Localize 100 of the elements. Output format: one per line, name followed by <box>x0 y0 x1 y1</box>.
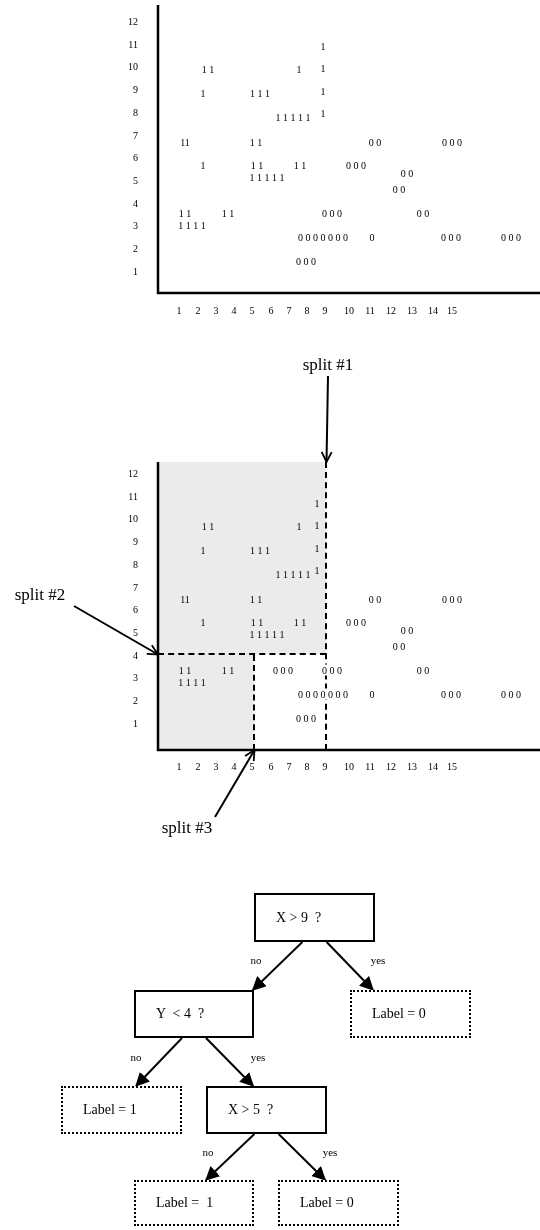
arrow <box>251 941 304 991</box>
data-point-label: 0 0 0 <box>321 664 343 676</box>
axis-tick-label: 1 <box>176 304 182 316</box>
arrow <box>135 1037 183 1087</box>
axis-tick-label: 10 <box>344 304 354 316</box>
data-point-label: 0 0 0 <box>296 255 316 267</box>
data-point-label: 1 1 <box>249 136 263 148</box>
data-point-label: 1 <box>320 107 326 119</box>
axis-tick-label: 6 <box>133 151 138 163</box>
data-point-label: 1 <box>200 159 206 171</box>
arrow <box>277 1133 327 1181</box>
data-point-label: 1 1 <box>201 63 215 75</box>
edge-label: yes <box>250 1050 266 1064</box>
data-point-label: 0 0 0 <box>273 664 293 676</box>
data-point-label: 1 1 <box>250 159 264 171</box>
data-point-label: 0 0 0 0 0 0 0 <box>297 688 349 700</box>
axis-tick-label: 13 <box>407 760 417 772</box>
axis-tick-label: 14 <box>428 760 438 772</box>
data-point-label: 1 1 1 1 <box>178 676 206 688</box>
data-point-label: 0 0 0 0 0 0 0 <box>298 231 348 243</box>
data-point-label: 0 <box>369 688 375 700</box>
data-point-label: 0 0 <box>368 593 382 605</box>
axis-tick-label: 1 <box>176 760 182 772</box>
data-point-label: 1 1 <box>178 207 192 219</box>
data-point-label: 1 <box>314 564 320 576</box>
split-label: split #3 <box>152 817 222 839</box>
data-point-label: 0 <box>369 231 375 243</box>
axis-tick-label: 7 <box>286 304 292 316</box>
data-point-label: 1 1 1 1 1 <box>249 628 285 640</box>
condition-text: X > 9 ? <box>276 909 322 926</box>
data-point-label: 0 0 <box>368 136 382 148</box>
axis-tick-label: 6 <box>133 603 138 615</box>
axis-tick-label: 15 <box>447 760 457 772</box>
axis-tick-label: 10 <box>128 60 138 72</box>
data-point-label: 0 0 <box>392 183 406 195</box>
split-label: split #2 <box>6 584 74 606</box>
arrow <box>325 941 374 991</box>
data-point-label: 11 <box>180 593 190 605</box>
axis-tick-label: 4 <box>231 760 237 772</box>
data-point-label: 1 1 1 <box>250 544 270 556</box>
axis-tick-label: 9 <box>133 83 138 95</box>
data-point-label: 1 1 1 1 1 <box>275 568 311 580</box>
edge-label: no <box>202 1145 214 1159</box>
leaf-box <box>350 990 471 1038</box>
data-point-label: 0 0 <box>400 167 414 179</box>
edge-label: yes <box>322 1145 338 1159</box>
decision-box <box>206 1086 327 1134</box>
decision-box <box>254 893 375 942</box>
axis-tick-label: 11 <box>365 760 375 772</box>
axis-tick-label: 1 <box>133 717 138 729</box>
data-point-label: 0 0 0 <box>346 616 366 628</box>
data-point-label: 1 1 <box>221 664 235 676</box>
data-point-label: 0 0 0 <box>501 688 521 700</box>
data-point-label: 0 0 0 <box>296 712 316 724</box>
axis-tick-label: 8 <box>304 760 310 772</box>
axis-tick-label: 3 <box>213 760 219 772</box>
axis-tick-label: 2 <box>195 304 201 316</box>
axis-tick-label: 10 <box>344 760 354 772</box>
data-point-label: 1 1 <box>221 207 235 219</box>
axis-tick-label: 9 <box>322 304 328 316</box>
data-point-label: 0 0 0 <box>442 593 462 605</box>
data-point-label: 1 <box>200 616 206 628</box>
data-point-label: 1 <box>314 519 320 531</box>
arrow <box>205 1133 256 1181</box>
axis-tick-label: 5 <box>249 304 255 316</box>
axis-tick-label: 4 <box>231 304 237 316</box>
axis-tick-label: 5 <box>133 174 138 186</box>
axis-tick-label: 4 <box>133 197 138 209</box>
axis-tick-label: 8 <box>133 558 138 570</box>
axis-tick-label: 7 <box>133 581 138 592</box>
axis-tick-label: 2 <box>133 694 138 706</box>
axis-tick-label: 4 <box>133 649 138 661</box>
axis-tick-label: 15 <box>447 304 457 316</box>
data-point-label: 1 <box>320 62 326 74</box>
split-line <box>158 653 326 656</box>
data-point-label: 0 0 0 <box>501 231 521 243</box>
axis-tick-label: 5 <box>133 626 138 638</box>
axis-tick-label: 1 <box>133 265 138 277</box>
data-point-label: 1 <box>314 542 320 554</box>
condition-text: Label = 0 <box>300 1195 354 1211</box>
axis-tick-label: 11 <box>128 490 138 502</box>
data-point-label: 0 0 <box>400 624 414 636</box>
axis-tick-label: 8 <box>133 106 138 118</box>
axis-tick-label: 13 <box>407 304 417 316</box>
data-point-label: 1 1 1 1 <box>178 219 206 231</box>
axis-tick-label: 9 <box>322 760 328 772</box>
condition-text: Y < 4 ? <box>156 1006 205 1022</box>
arrow <box>214 749 256 818</box>
data-point-label: 0 0 0 <box>442 136 462 148</box>
axis-tick-label: 7 <box>286 760 292 772</box>
data-point-label: 1 <box>200 544 206 556</box>
data-point-label: 1 1 <box>249 593 263 605</box>
axis-tick-label: 2 <box>133 242 138 254</box>
condition-text: Label = 0 <box>372 1006 426 1022</box>
data-point-label: 0 0 <box>392 640 406 652</box>
arrow <box>205 1037 255 1087</box>
data-point-label: 0 0 0 <box>346 159 366 171</box>
axis-tick-label: 3 <box>213 304 219 316</box>
condition-text: Label = 1 <box>156 1195 214 1211</box>
data-point-label: 1 1 <box>178 664 192 676</box>
